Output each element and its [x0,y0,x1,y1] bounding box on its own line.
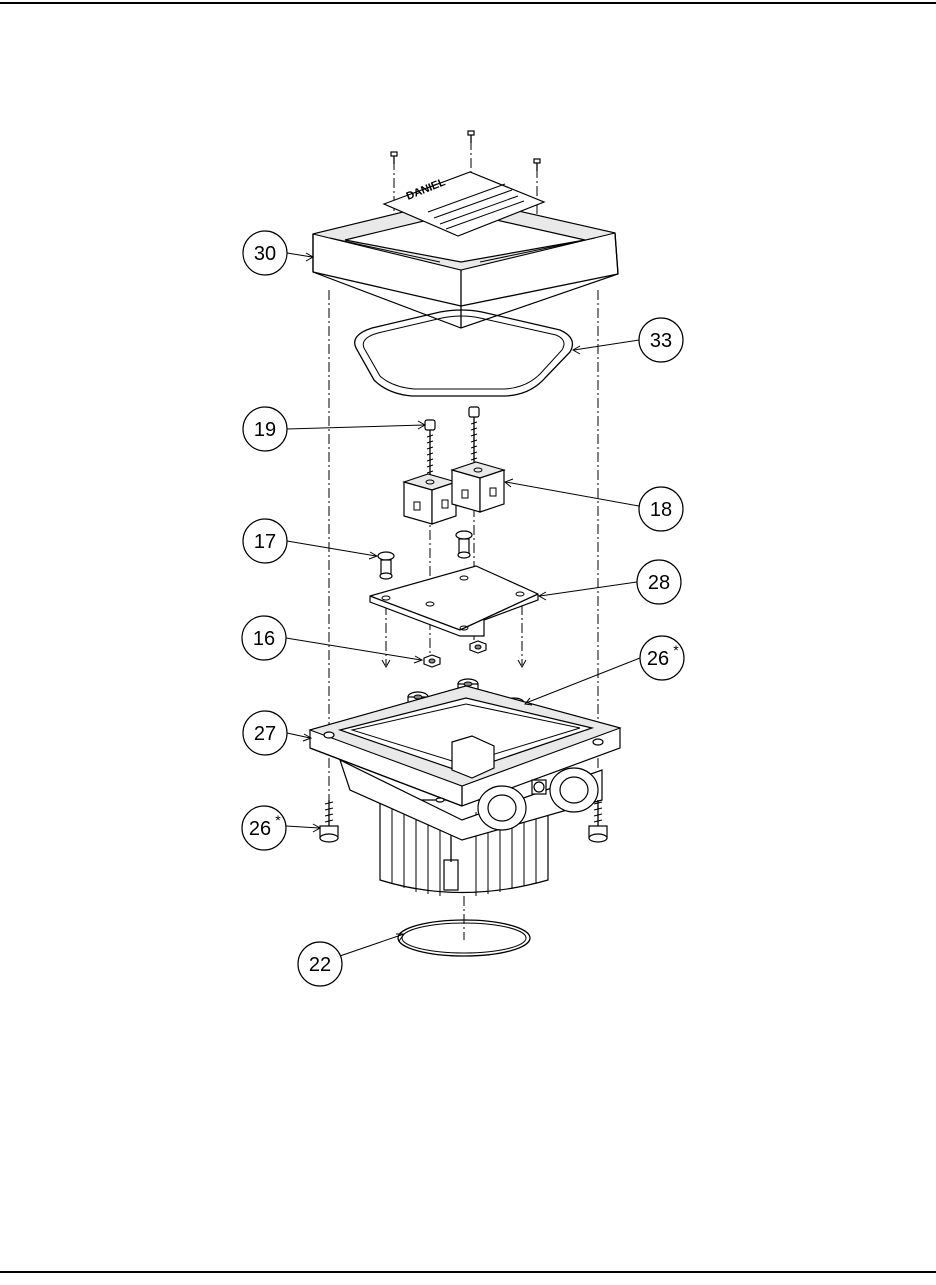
plate-part-28 [370,566,538,636]
callout-33-label: 33 [650,330,672,352]
callout-26-upper-label: 26 [647,648,669,670]
nameplate-screws [391,131,540,171]
callout-22-label: 22 [309,954,331,976]
terminal-blocks-part-18 [404,462,504,524]
callout-18-label: 18 [650,499,672,521]
callout-28: 28 [637,560,681,604]
callout-26-lower-label: 26 [249,818,271,840]
callout-30-label: 30 [254,243,276,265]
callout-18: 18 [639,487,683,531]
housing-part-27 [310,686,620,896]
arrow-heads [382,660,526,667]
callout-26-lower-star: * [275,812,281,828]
callout-26-lower: 26 * [242,806,286,850]
callout-30: 30 [243,231,287,275]
callout-27-label: 27 [254,723,276,745]
callout-28-label: 28 [648,572,670,594]
callout-33: 33 [639,318,683,362]
cover-part-30: DANIEL [313,172,618,328]
callout-17-label: 17 [254,531,276,553]
nuts-part-16 [424,641,486,667]
callout-19: 19 [243,407,287,451]
callout-26-upper-star: * [673,642,679,658]
callout-22: 22 [298,942,342,986]
callout-27: 27 [243,711,287,755]
callout-19-label: 19 [254,419,276,441]
callout-26-upper: 26 * [640,636,684,680]
callout-16-label: 16 [253,628,275,650]
callout-16: 16 [242,616,286,660]
callout-17: 17 [243,519,287,563]
